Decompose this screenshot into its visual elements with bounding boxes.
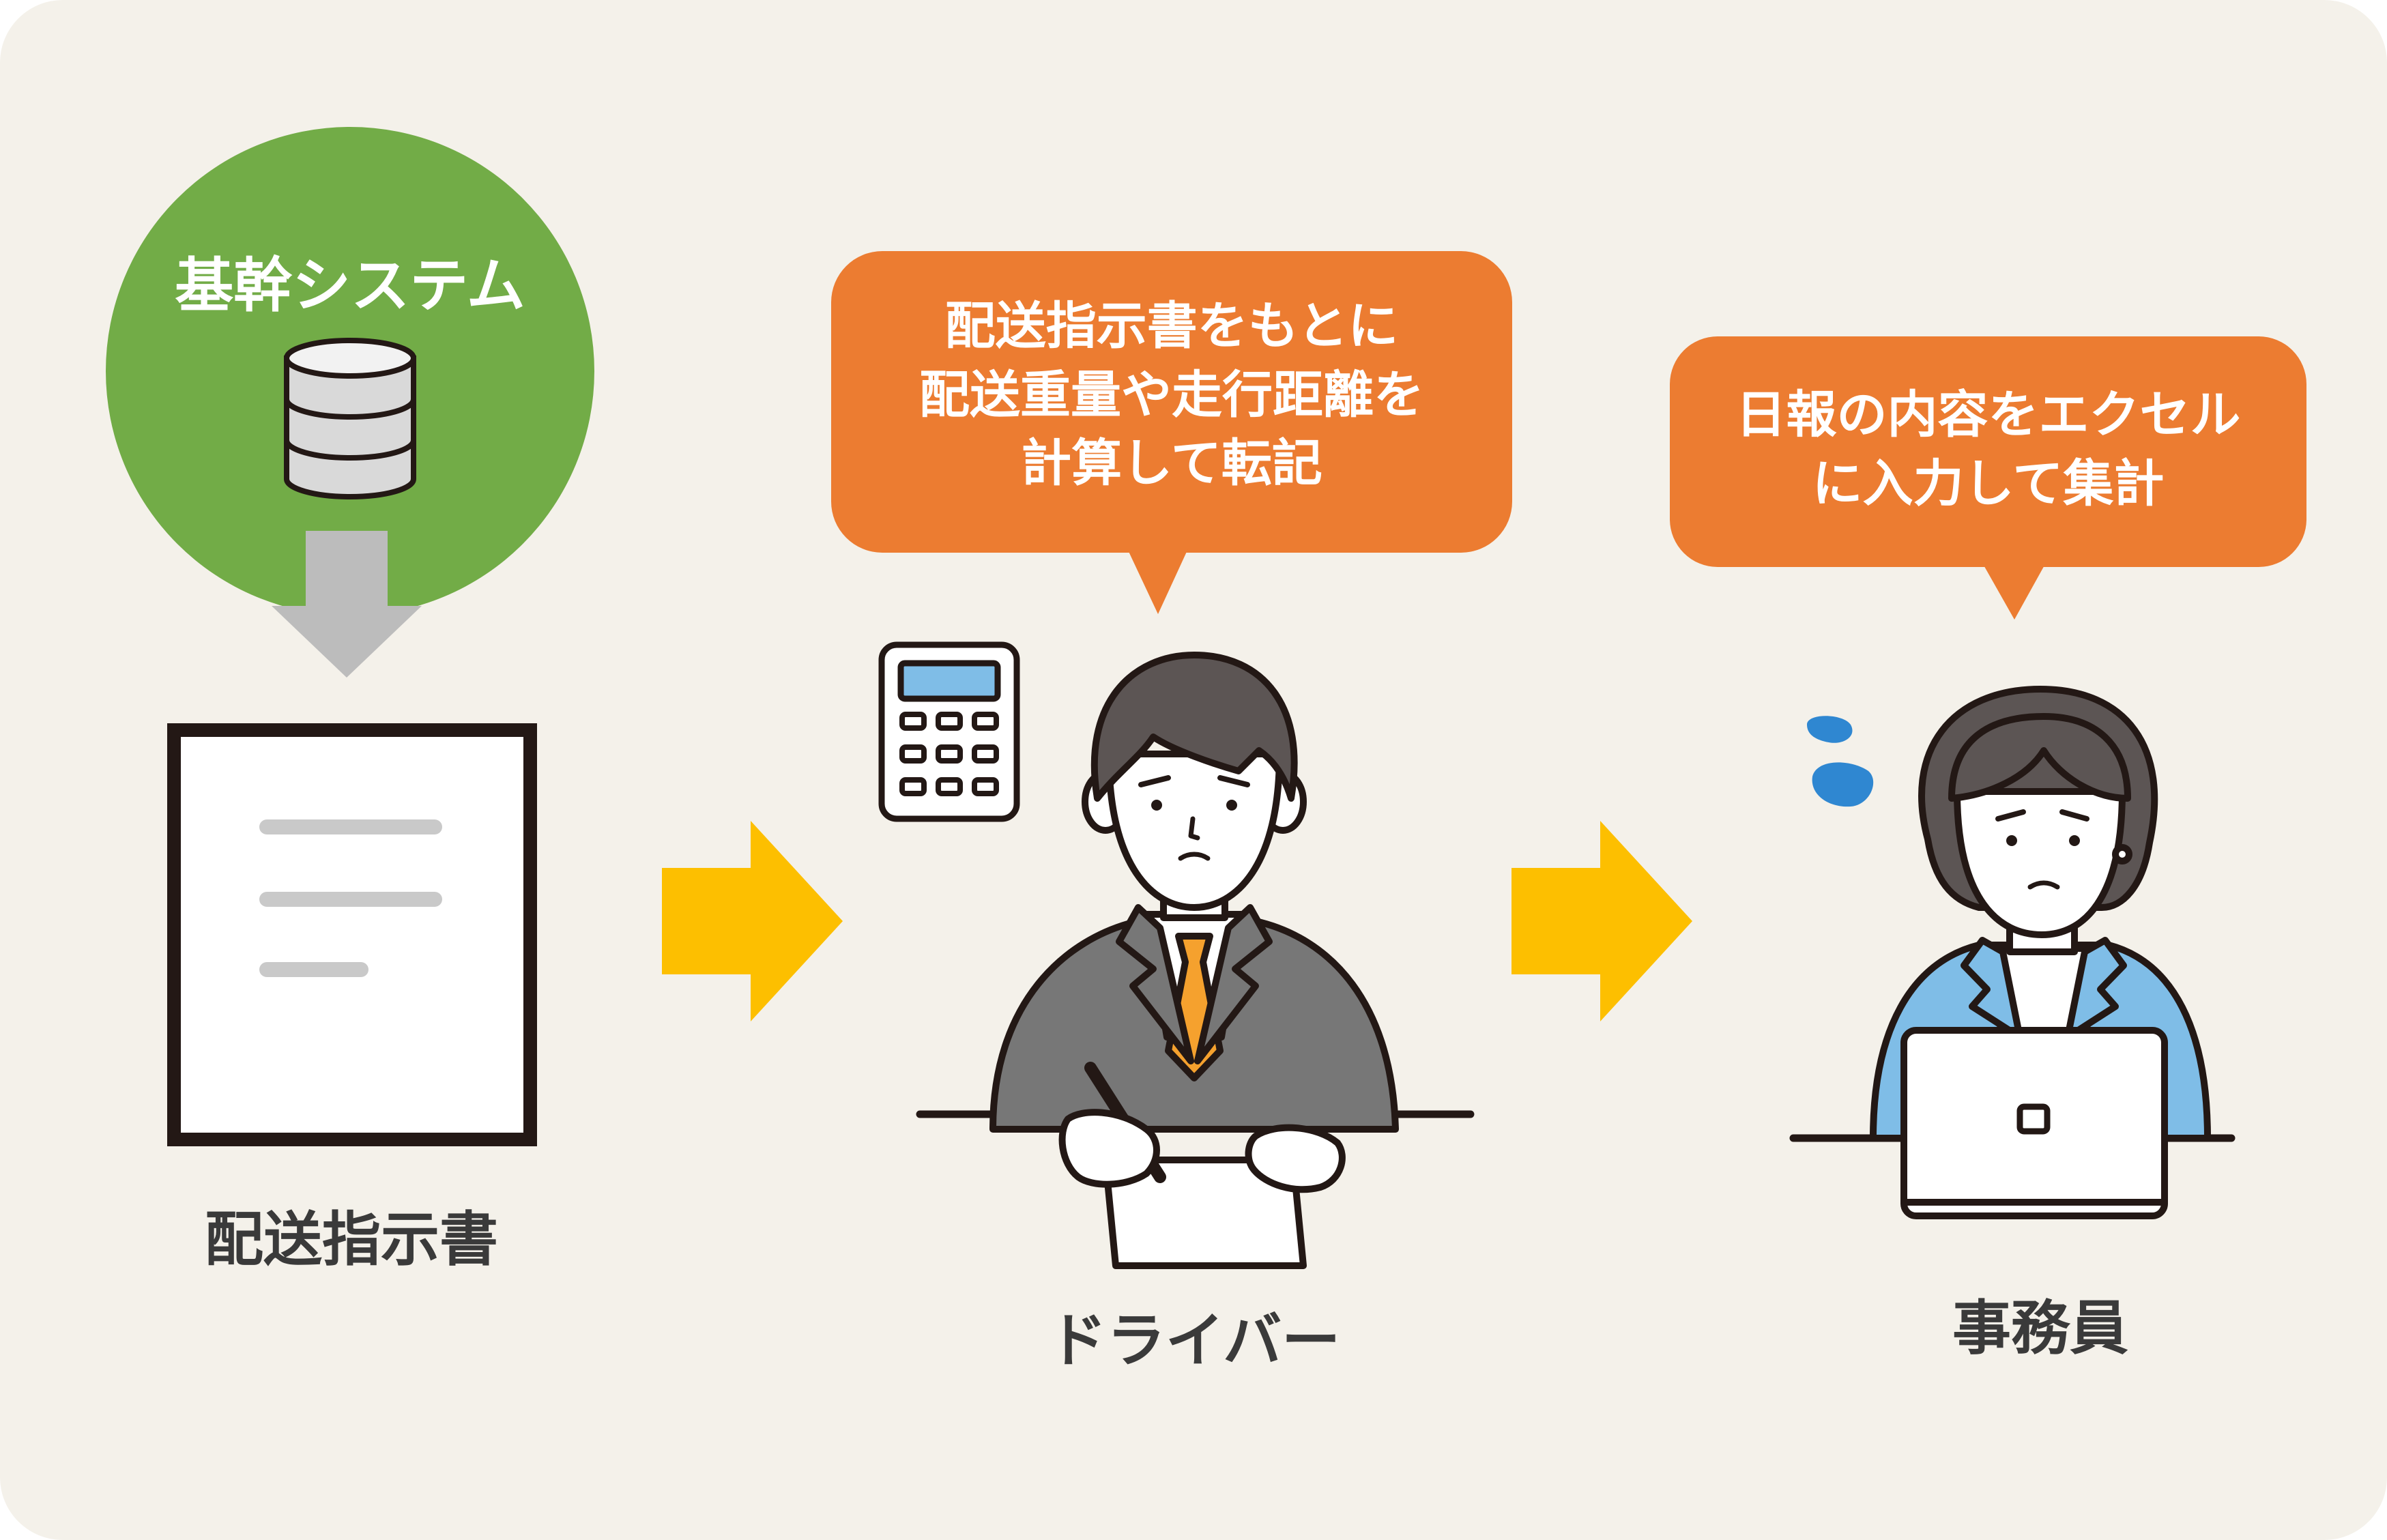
laptop-icon bbox=[1900, 1027, 2168, 1219]
clerk-speech-bubble bbox=[1670, 336, 2306, 620]
driver-label: ドライバー bbox=[1047, 1307, 1341, 1375]
sweat-drop-icon bbox=[1807, 716, 1874, 807]
flow-arrow-1 bbox=[662, 821, 843, 1021]
driver-bubble-line-2: 配送重量や走行距離を bbox=[919, 365, 1424, 424]
driver-bubble-line-3: 計算して転記 bbox=[1021, 434, 1322, 493]
driver-speech-bubble bbox=[831, 251, 1512, 614]
clerk-bubble-text: 日報の内容をエクセル に入力して集計 bbox=[1670, 381, 2306, 518]
clerk-label: 事務員 bbox=[1952, 1294, 2128, 1363]
driver-bubble-text: 配送指示書をもとに 配送重量や走行距離を 計算して転記 bbox=[831, 292, 1512, 498]
system-node bbox=[106, 127, 594, 615]
document-icon bbox=[167, 723, 537, 1146]
document-label: 配送指示書 bbox=[205, 1206, 498, 1274]
driver-person-icon bbox=[916, 652, 1475, 1269]
clerk-bubble-line-1: 日報の内容をエクセル bbox=[1735, 386, 2241, 444]
database-icon bbox=[284, 338, 416, 499]
system-label: 基幹システム bbox=[175, 252, 525, 320]
clerk-bubble-line-2: に入力して集計 bbox=[1812, 454, 2165, 513]
calculator-icon bbox=[878, 641, 1020, 822]
driver-bubble-line-1: 配送指示書をもとに bbox=[944, 297, 1399, 355]
down-arrow bbox=[272, 531, 422, 678]
flow-arrow-2 bbox=[1511, 821, 1692, 1021]
